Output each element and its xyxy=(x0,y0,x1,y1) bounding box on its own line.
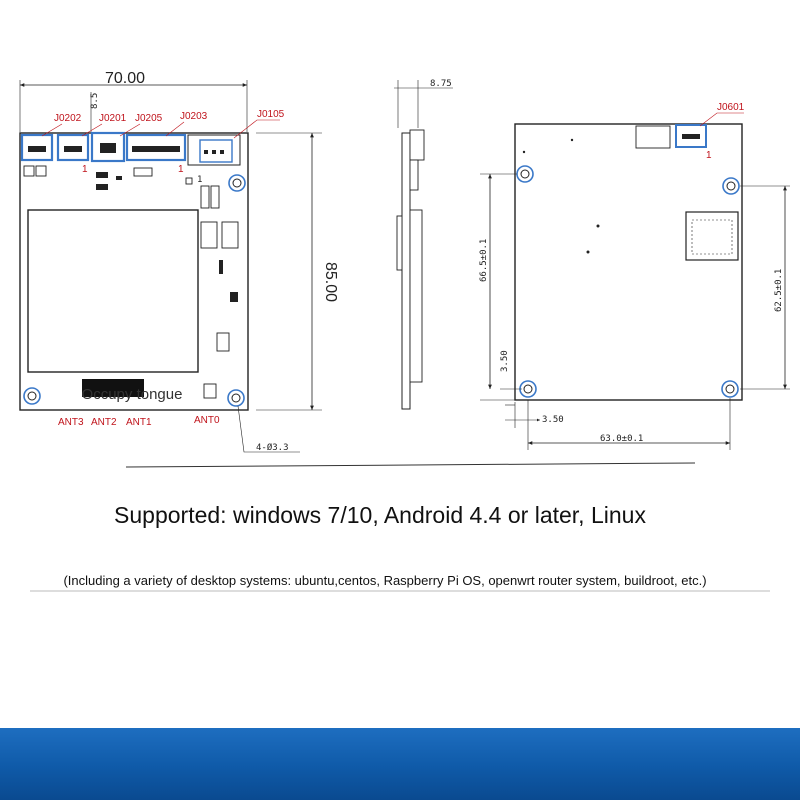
connector-j0205-j0203 xyxy=(125,133,187,162)
pin-one-marker: 1 xyxy=(178,164,184,175)
antenna-label-ant3: ANT3 xyxy=(58,417,84,428)
front-view: 70.00 8.5 J0202 J0201 J0205 J0203 J0105 xyxy=(19,70,339,453)
ref-label-j0201: J0201 xyxy=(99,113,127,124)
back-view: J0601 1 66.5±0.1 3.50 xyxy=(479,102,790,450)
thickness-dimension-label: 8.75 xyxy=(430,79,452,89)
ref-label-j0202: J0202 xyxy=(54,113,82,124)
pin-one-marker: 1 xyxy=(82,164,88,175)
dimension-3-50-horizontal-label: 3.50 xyxy=(542,415,564,425)
side-board-outline xyxy=(401,132,411,410)
pin-one-marker: 1 xyxy=(197,175,202,185)
mounting-hole xyxy=(721,380,739,398)
antenna-label-ant0: ANT0 xyxy=(194,415,220,426)
tongue-area xyxy=(82,379,144,397)
connector-j0202 xyxy=(20,133,54,162)
sim-slot xyxy=(685,211,739,261)
mounting-hole xyxy=(227,389,245,407)
side-view: 8.75 xyxy=(394,79,453,410)
ref-label-j0105: J0105 xyxy=(257,109,285,120)
dimension-3-50-vertical-label: 3.50 xyxy=(500,350,510,372)
bottom-blue-band xyxy=(0,728,800,800)
ref-label-j0601: J0601 xyxy=(717,102,745,113)
connector-j0201-a xyxy=(56,133,90,162)
ref-label-j0203: J0203 xyxy=(180,111,208,122)
mounting-hole xyxy=(23,387,41,405)
antenna-label-ant1: ANT1 xyxy=(126,417,152,428)
small-dimension-label: 8.5 xyxy=(90,93,100,109)
separator-line xyxy=(125,462,696,468)
connector-j0601 xyxy=(675,124,707,148)
module-pad xyxy=(27,209,199,373)
ref-label-j0205: J0205 xyxy=(135,113,163,124)
connector-j0105 xyxy=(187,134,241,166)
width-dimension-label: 70.00 xyxy=(105,70,145,87)
back-board-outline xyxy=(514,123,743,401)
dimension-63-0-label: 63.0±0.1 xyxy=(600,434,643,444)
dimension-62-5-label: 62.5±0.1 xyxy=(774,269,784,312)
supported-systems-note: (Including a variety of desktop systems:… xyxy=(63,573,707,588)
mounting-hole xyxy=(722,177,740,195)
dimension-66-5-label: 66.5±0.1 xyxy=(479,239,489,282)
antenna-label-ant2: ANT2 xyxy=(91,417,117,428)
pin-one-marker: 1 xyxy=(706,150,712,161)
hole-callout-label: 4-Ø3.3 xyxy=(256,442,289,453)
height-dimension-label: 85.00 xyxy=(322,262,339,302)
supported-os-text: Supported: windows 7/10, Android 4.4 or … xyxy=(114,502,646,528)
mounting-hole xyxy=(228,174,246,192)
connector-j0201-b xyxy=(90,131,126,163)
tongue-label: Occupy tongue xyxy=(82,386,183,403)
